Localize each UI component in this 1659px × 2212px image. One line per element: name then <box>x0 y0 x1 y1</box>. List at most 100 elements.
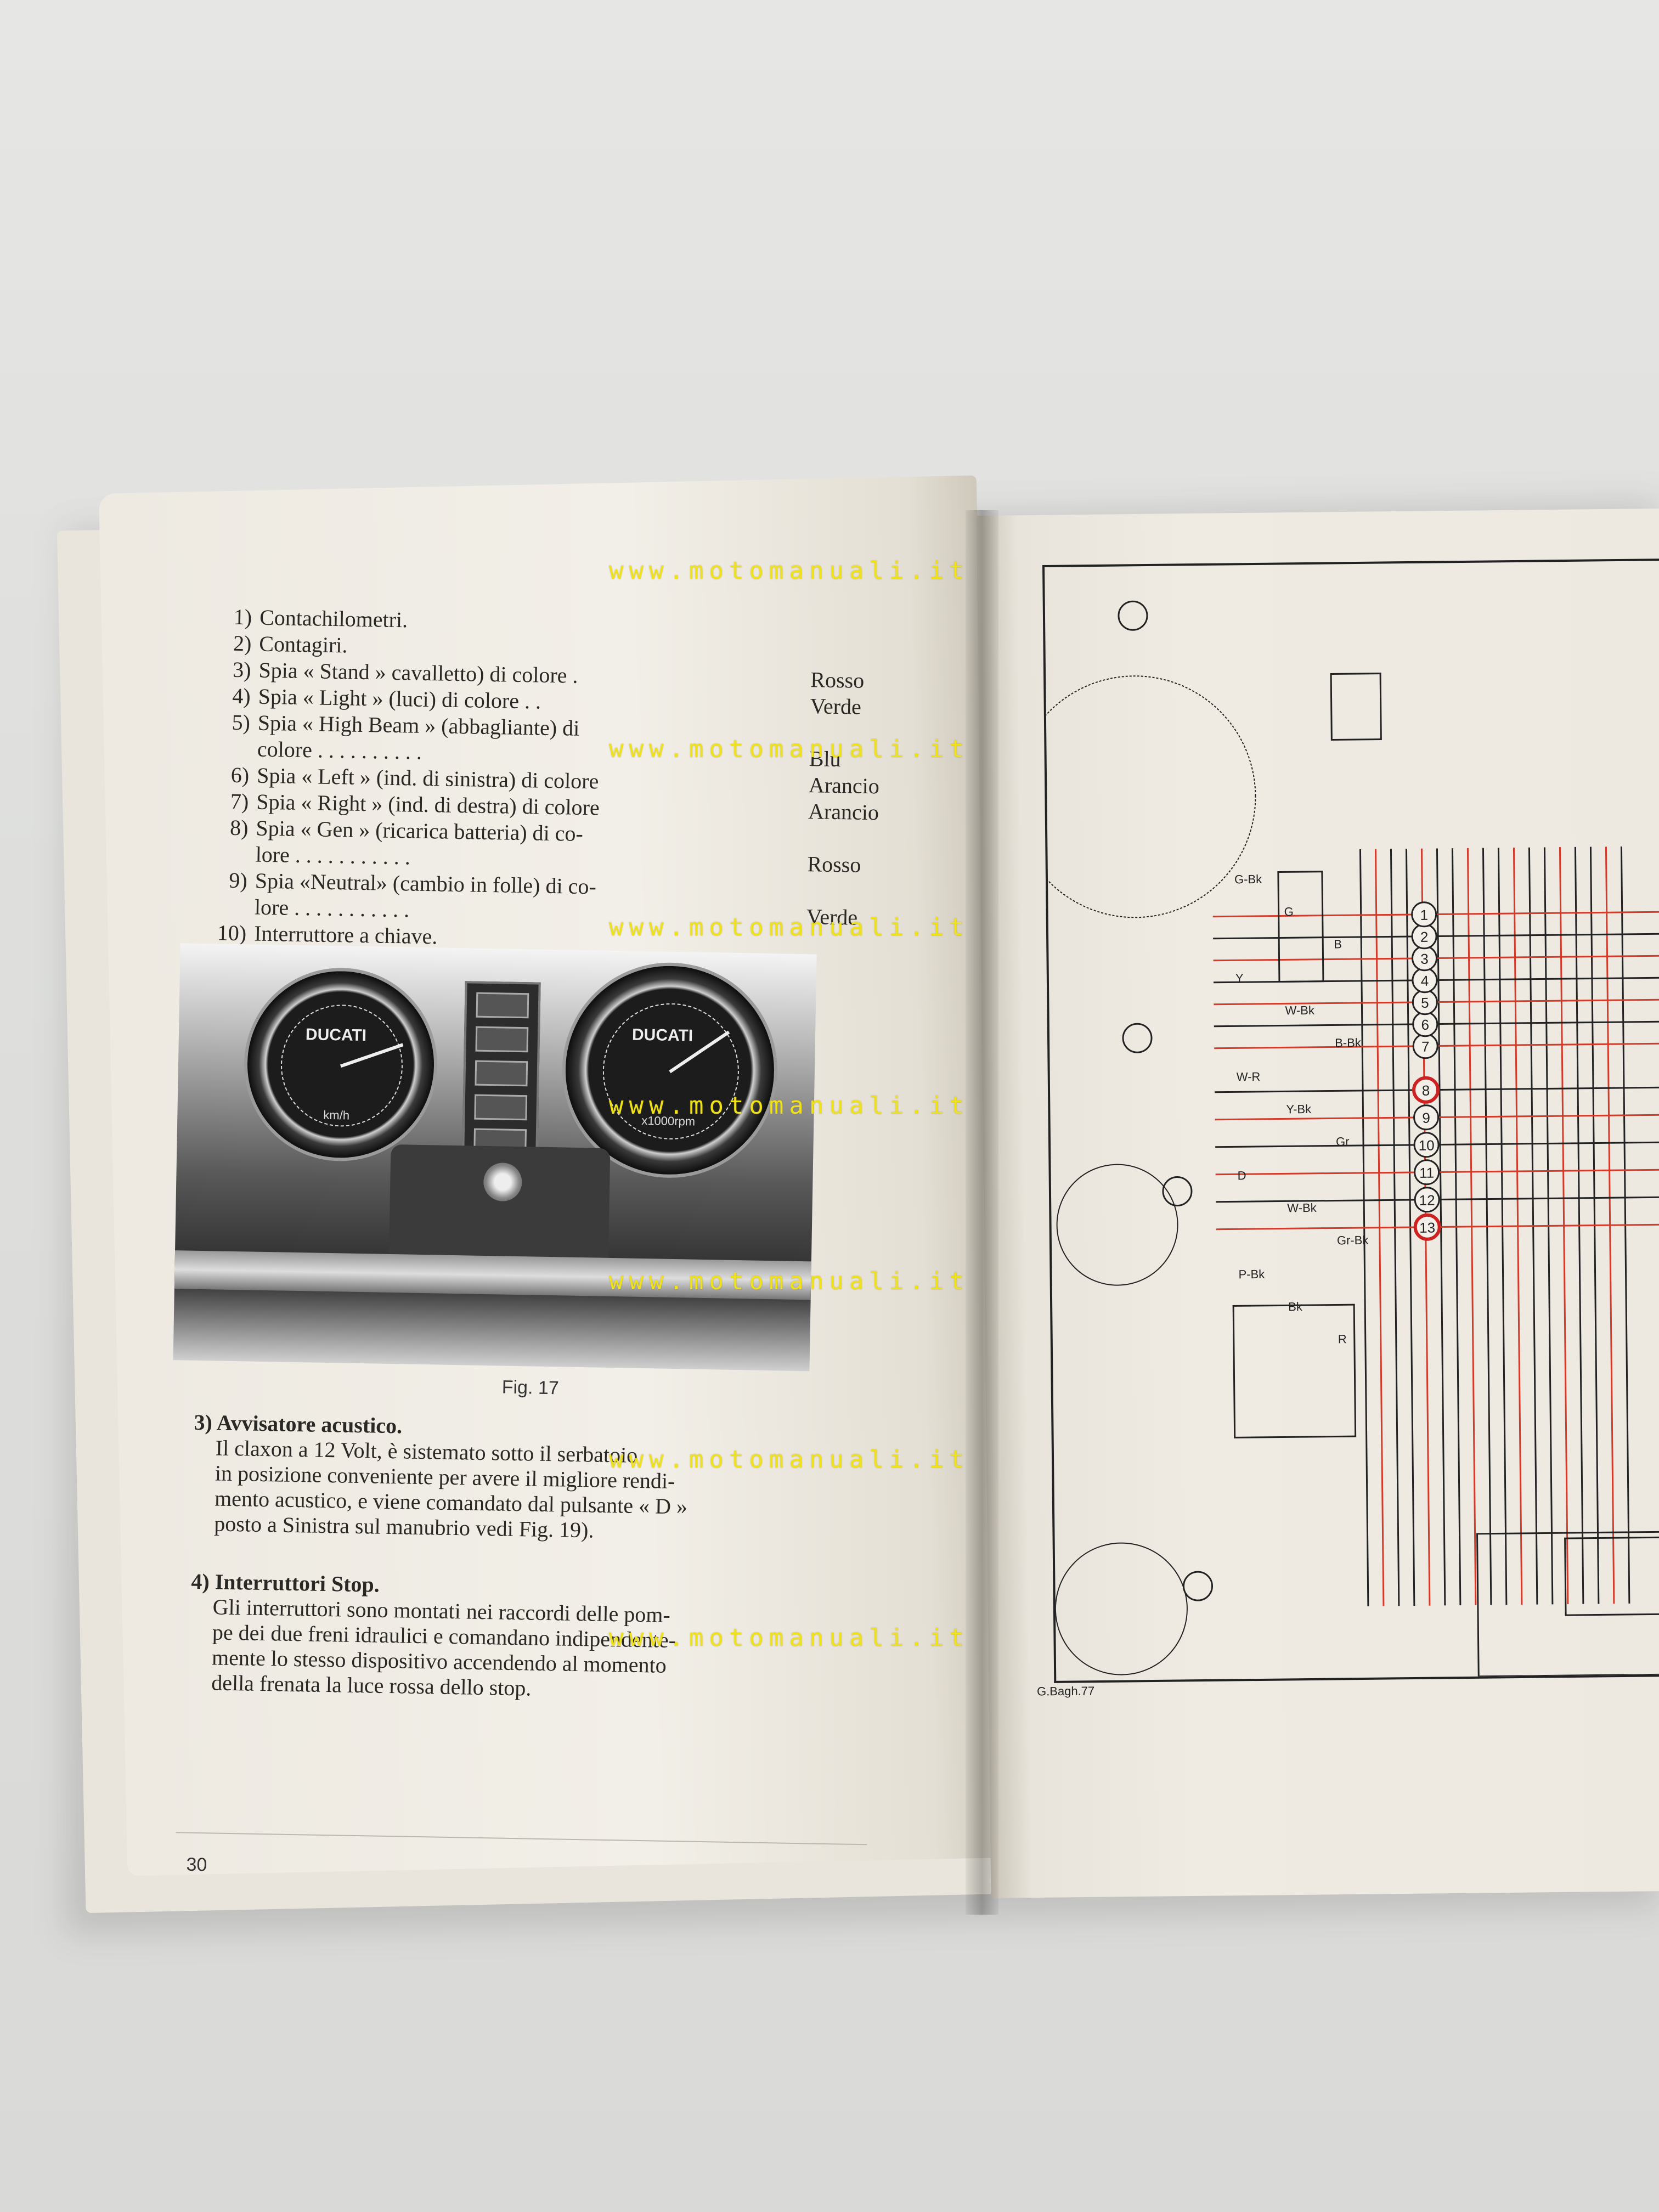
legend-item-color: Verde <box>810 693 862 719</box>
connector-terminal <box>1411 901 1437 928</box>
figure-caption: Fig. 17 <box>501 1376 560 1399</box>
connector-wire <box>1214 1020 1659 1028</box>
watermark: www.motomanuali.it <box>609 913 969 941</box>
connector-number: 12 <box>1419 1192 1435 1209</box>
warning-lamps-panel <box>461 981 541 1168</box>
connector-wire <box>1215 1114 1659 1121</box>
legend-item-color <box>811 661 910 662</box>
legend-item-number: 8) <box>229 815 249 840</box>
component-box <box>1330 673 1382 741</box>
wire-label: G-Bk <box>1234 872 1262 887</box>
watermark: www.motomanuali.it <box>609 735 969 763</box>
legend-item-color: Rosso <box>810 667 865 693</box>
diagram-credit: G.Bagh.77 <box>1036 1684 1095 1699</box>
legend-item-number <box>206 755 250 756</box>
connector-terminal <box>1414 1159 1440 1186</box>
connector-number: 4 <box>1421 973 1429 989</box>
headlamp-housing <box>1045 675 1256 918</box>
legend-item-number <box>203 913 247 914</box>
left-page-content: 1)Contachilometri.2)Contagiri.3)Spia « S… <box>173 592 922 1875</box>
legend-item-number: 3) <box>232 657 251 682</box>
book-gutter <box>966 510 998 1915</box>
connector-number: 7 <box>1421 1039 1430 1055</box>
legend-item-number: 1) <box>233 604 252 630</box>
connector-terminal <box>1413 1104 1440 1131</box>
legend-item-number: 4) <box>232 683 251 709</box>
warning-lamp <box>476 992 529 1019</box>
connector-number: 11 <box>1419 1165 1434 1181</box>
tachometer-brand: DUCATI <box>631 1025 693 1045</box>
legend-item-color <box>806 950 905 952</box>
component-box <box>1277 871 1324 983</box>
wire-label: Y <box>1235 971 1244 985</box>
connector-wire <box>1214 998 1659 1006</box>
legend-item-color <box>806 898 905 899</box>
taillamp-outline <box>1054 1542 1188 1675</box>
legend-item-color: Arancio <box>808 799 879 825</box>
speedometer-brand: DUCATI <box>305 1025 367 1045</box>
wire-label: D <box>1238 1169 1246 1182</box>
connector-number: 6 <box>1421 1017 1429 1033</box>
dashboard-photo: DUCATI km/h DUCATI x1000rpm <box>173 943 817 1372</box>
legend-item-number: 7) <box>230 788 249 814</box>
watermark: www.motomanuali.it <box>609 1092 969 1120</box>
wiring-diagram-svg: 13121110987654321G-BkGBYW-BkB-BkW-RY-BkG… <box>1045 600 1659 1678</box>
connector-number: 9 <box>1422 1110 1430 1126</box>
component-box <box>1564 1536 1659 1616</box>
connector-terminal <box>1413 1132 1440 1158</box>
watermark: www.motomanuali.it <box>609 557 969 585</box>
section-horn: 3) Avvisatore acustico. Il claxon a 12 V… <box>192 1410 907 1549</box>
tachometer-gauge: DUCATI x1000rpm <box>560 961 780 1180</box>
legend-item-color <box>808 845 906 847</box>
warning-lamp <box>475 1060 528 1087</box>
legend-item-number: 10) <box>217 920 247 946</box>
wire-label: P-Bk <box>1238 1267 1265 1282</box>
connector-number: 13 <box>1419 1220 1435 1236</box>
page-number: 30 <box>186 1854 207 1876</box>
connector-terminal <box>1413 1213 1441 1241</box>
wire-label: Gr <box>1336 1135 1350 1148</box>
legend-item-color: Rosso <box>807 851 861 877</box>
connector-terminal <box>1414 1187 1440 1213</box>
connector-wire <box>1215 1169 1659 1176</box>
connector-number: 3 <box>1420 951 1429 967</box>
wire-label: W-Bk <box>1285 1003 1315 1018</box>
connector-terminal <box>1412 1076 1440 1104</box>
warning-lamp <box>474 1094 528 1121</box>
speedometer-gauge: DUCATI km/h <box>242 966 439 1163</box>
connector-wire <box>1215 1086 1659 1093</box>
wire-label: R <box>1338 1332 1347 1346</box>
connector-wire <box>1216 1196 1659 1203</box>
connector-number: 10 <box>1418 1137 1434 1154</box>
bulb-icon <box>1118 600 1148 631</box>
legend-item-number: 5) <box>232 709 251 735</box>
speedometer-unit: km/h <box>323 1108 350 1122</box>
connector-wire <box>1212 911 1659 918</box>
connector-wire <box>1213 933 1659 940</box>
legend-item-color <box>811 634 910 636</box>
page-rule <box>176 1832 867 1846</box>
component-box <box>1232 1304 1357 1438</box>
connector-wire <box>1214 1042 1659 1049</box>
regulator-box <box>1476 1531 1659 1678</box>
wire-label: B <box>1334 937 1342 951</box>
bulb-icon <box>1162 1176 1193 1206</box>
legend-item-number: 6) <box>230 762 250 788</box>
legend-item-number: 2) <box>233 630 252 656</box>
connector-number: 1 <box>1420 907 1428 923</box>
wire-label: W-Bk <box>1287 1201 1317 1215</box>
legend-item-color: Arancio <box>808 772 880 799</box>
bulb-icon <box>1183 1571 1214 1601</box>
watermark: www.motomanuali.it <box>609 1446 969 1474</box>
legend-item-number: 9) <box>229 867 248 893</box>
connector-number: 8 <box>1422 1082 1430 1099</box>
connector-wire <box>1216 1223 1659 1231</box>
connector-wire <box>1213 955 1659 962</box>
wire-label: Y-Bk <box>1286 1102 1312 1116</box>
warning-lamp <box>475 1026 529 1053</box>
bulb-icon <box>1122 1023 1153 1053</box>
instrument-legend-list: 1)Contachilometri.2)Contagiri.3)Spia « S… <box>202 603 911 958</box>
horn-outline <box>1056 1164 1178 1286</box>
watermark: www.motomanuali.it <box>609 1267 969 1295</box>
